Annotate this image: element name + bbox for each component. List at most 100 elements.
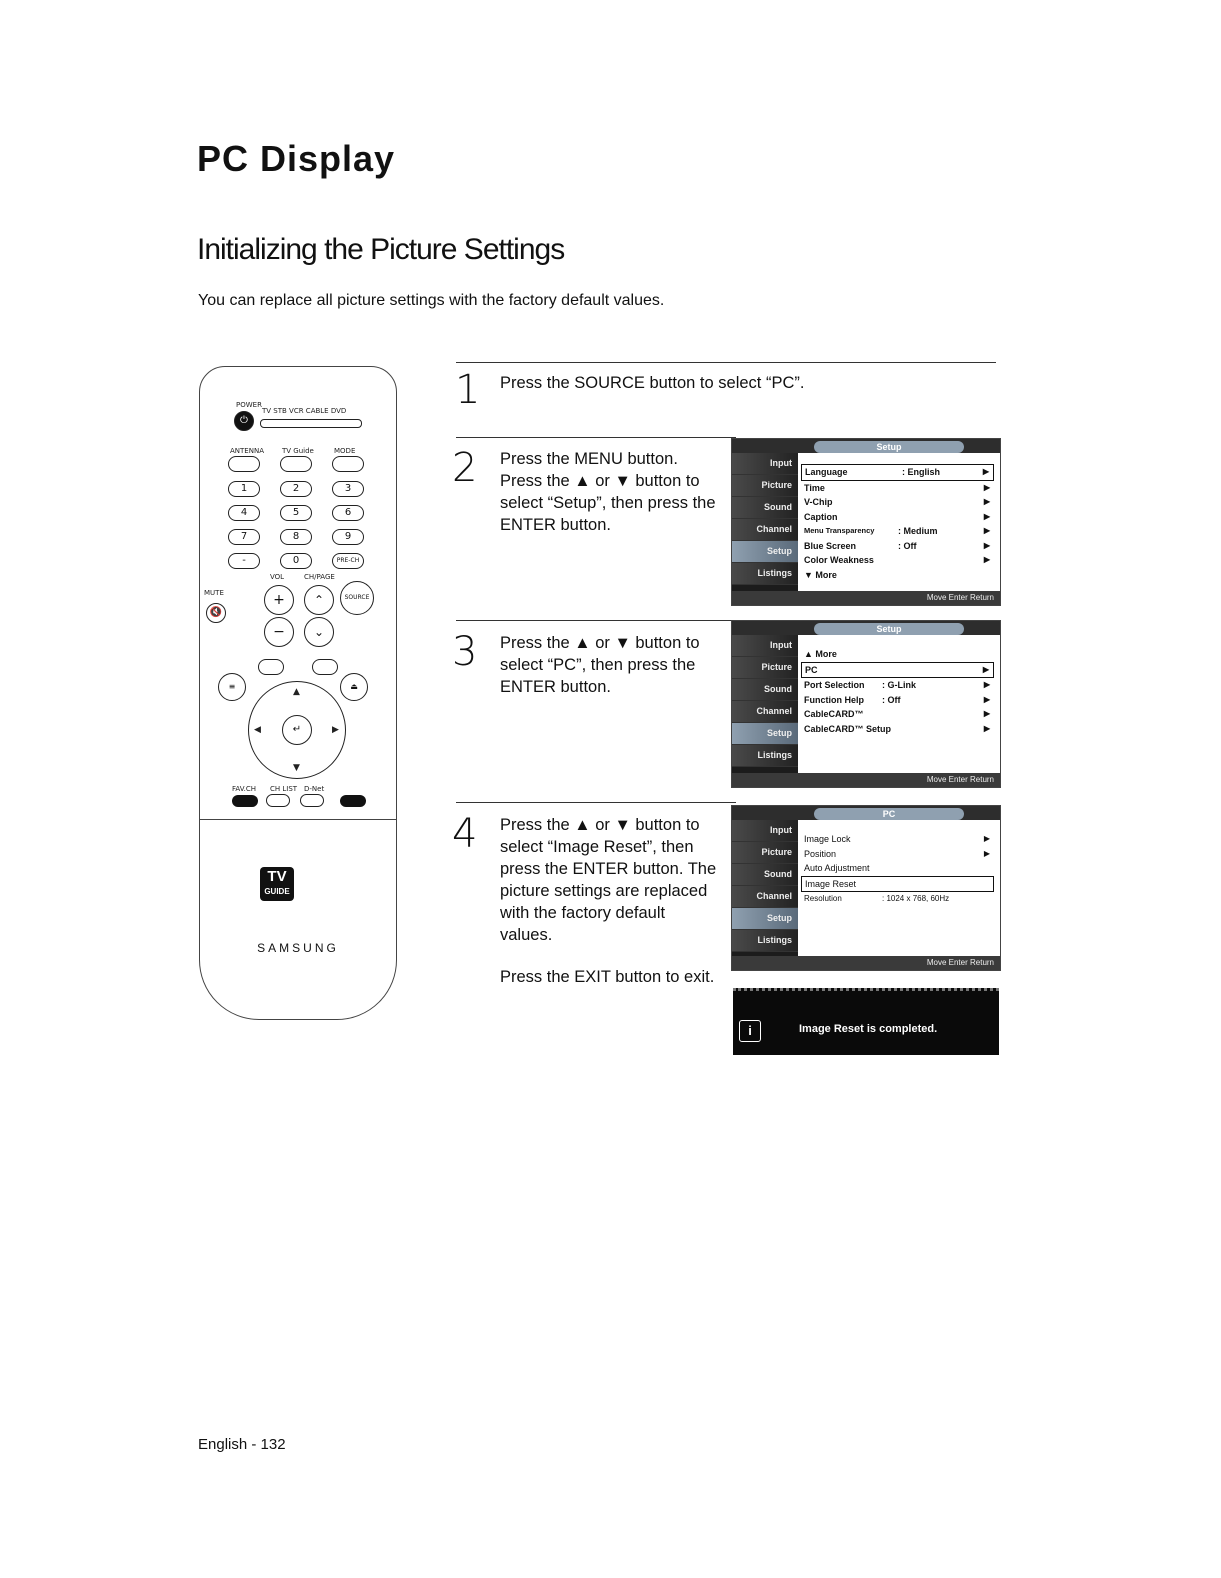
key-8: 8 — [280, 529, 312, 545]
menu-row-more: ▼ More — [804, 569, 837, 580]
tab-listings: Listings — [732, 745, 798, 767]
dnet-label: D-Net — [304, 785, 325, 793]
mute-icon: 🔇 — [206, 603, 226, 623]
ch-up-icon: ⌃ — [304, 585, 334, 615]
step-divider — [456, 802, 736, 803]
info-button — [340, 795, 366, 807]
intro-text: You can replace all picture settings wit… — [198, 292, 665, 309]
chlist-button — [266, 794, 290, 807]
menu-row-transparency: Menu Transparency: Medium▶ — [804, 526, 990, 536]
fav-label: FAV.CH — [232, 785, 256, 793]
screen-title: Setup — [814, 623, 964, 635]
key-7: 7 — [228, 529, 260, 545]
menu-row-vchip: V-Chip▶ — [804, 497, 990, 507]
tab-setup: Setup — [732, 541, 798, 563]
chlist-label: CH LIST — [270, 785, 298, 793]
tab-sound: Sound — [732, 864, 798, 886]
remote-control: POWER ⏻ TV STB VCR CABLE DVD ANTENNA TV … — [199, 366, 397, 1020]
step-divider — [456, 620, 736, 621]
step-4-exit-text: Press the EXIT button to exit. — [500, 968, 715, 986]
key-2: 2 — [280, 481, 312, 497]
step-divider — [456, 437, 736, 438]
mode-label: MODE — [334, 447, 356, 455]
step-2-text: Press the MENU button. Press the ▲ or ▼ … — [500, 450, 716, 534]
down-arrow-icon: ▼ — [293, 763, 300, 773]
tab-setup: Setup — [732, 908, 798, 930]
screen-topbar: Setup — [732, 439, 1000, 453]
ch-down-icon: ⌄ — [304, 617, 334, 647]
brand-label: SAMSUNG — [257, 941, 339, 955]
screen-topbar: PC — [732, 806, 1000, 820]
page-number: English - 132 — [198, 1436, 286, 1453]
menu-row-caption: Caption▶ — [804, 511, 990, 522]
step-3-number: 3 — [452, 629, 478, 675]
screen-footer: Move Enter Return — [732, 591, 1000, 605]
fav-button — [232, 795, 258, 807]
tab-listings: Listings — [732, 563, 798, 585]
mode-button — [332, 456, 364, 472]
notice-message: Image Reset is completed. — [799, 1023, 938, 1035]
screen-title: PC — [814, 808, 964, 820]
tab-channel: Channel — [732, 886, 798, 908]
menu-row-blue-screen: Blue Screen: Off▶ — [804, 540, 990, 551]
screen-footer: Move Enter Return — [732, 773, 1000, 787]
menu-tabs: Input Picture Sound Channel Setup Listin… — [732, 453, 798, 591]
screen-title: Setup — [814, 441, 964, 453]
setup-menu-screen: Setup Input Picture Sound Channel Setup … — [731, 438, 1001, 606]
step-3-text: Press the ▲ or ▼ button to select “PC”, … — [500, 634, 700, 696]
antenna-button — [228, 456, 260, 472]
vol-up-icon: + — [264, 585, 294, 615]
key-1: 1 — [228, 481, 260, 497]
screen-footer: Move Enter Return — [732, 956, 1000, 970]
mode-labels: TV STB VCR CABLE DVD — [262, 407, 347, 415]
left-arrow-icon: ◀ — [254, 725, 261, 735]
screen-topbar: Setup — [732, 621, 1000, 635]
menu-row-language: Language: English▶ — [801, 464, 994, 481]
section-title: Initializing the Picture Settings — [197, 233, 565, 266]
key-3: 3 — [332, 481, 364, 497]
menu-row-pc: PC▶ — [801, 661, 994, 678]
picture-mode-button — [258, 659, 284, 675]
key-6: 6 — [332, 505, 364, 521]
menu-row-more-up: ▲ More — [804, 649, 837, 659]
menu-row-position: Position▶ — [804, 848, 990, 859]
tvguide-button — [280, 456, 312, 472]
step-1-number: 1 — [455, 367, 481, 413]
key-4: 4 — [228, 505, 260, 521]
exit-icon: ⏏ — [340, 673, 368, 701]
info-icon: i — [739, 1020, 761, 1042]
menu-row-image-reset: Image Reset — [801, 875, 994, 892]
tab-input: Input — [732, 635, 798, 657]
menu-row-auto-adjustment: Auto Adjustment — [804, 863, 870, 873]
key-5: 5 — [280, 505, 312, 521]
tab-sound: Sound — [732, 497, 798, 519]
right-arrow-icon: ▶ — [332, 725, 339, 735]
vol-label: VOL — [270, 573, 285, 581]
menu-row-function-help: Function Help: Off▶ — [804, 694, 990, 705]
menu-row-resolution: Resolution: 1024 x 768, 60Hz — [804, 894, 950, 903]
tab-picture: Picture — [732, 842, 798, 864]
mute-label: MUTE — [204, 589, 224, 597]
mode-selector — [260, 419, 362, 428]
tab-picture: Picture — [732, 475, 798, 497]
key-prech: PRE-CH — [332, 553, 364, 569]
antenna-label: ANTENNA — [230, 447, 264, 455]
key-0: 0 — [280, 553, 312, 569]
menu-row-time: Time▶ — [804, 482, 990, 493]
vol-down-icon: − — [264, 617, 294, 647]
tab-channel: Channel — [732, 701, 798, 723]
menu-panel: ▲ More PC▶ Port Selection: G-Link▶ Funct… — [798, 635, 1000, 773]
page-title: PC Display — [197, 138, 396, 179]
step-2-number: 2 — [452, 445, 478, 491]
enter-icon: ↵ — [282, 715, 312, 745]
tab-sound: Sound — [732, 679, 798, 701]
step-4-text: Press the ▲ or ▼ button to select “Image… — [500, 816, 717, 944]
menu-row-color-weakness: Color Weakness▶ — [804, 555, 990, 565]
tab-picture: Picture — [732, 657, 798, 679]
step-divider — [456, 362, 996, 363]
setup-more-screen: Setup Input Picture Sound Channel Setup … — [731, 620, 1001, 788]
menu-tabs: Input Picture Sound Channel Setup Listin… — [732, 820, 798, 956]
key-dash: - — [228, 553, 260, 569]
power-icon: ⏻ — [234, 411, 254, 431]
menu-panel: Language: English▶ Time▶ V-Chip▶ Caption… — [798, 453, 1000, 591]
